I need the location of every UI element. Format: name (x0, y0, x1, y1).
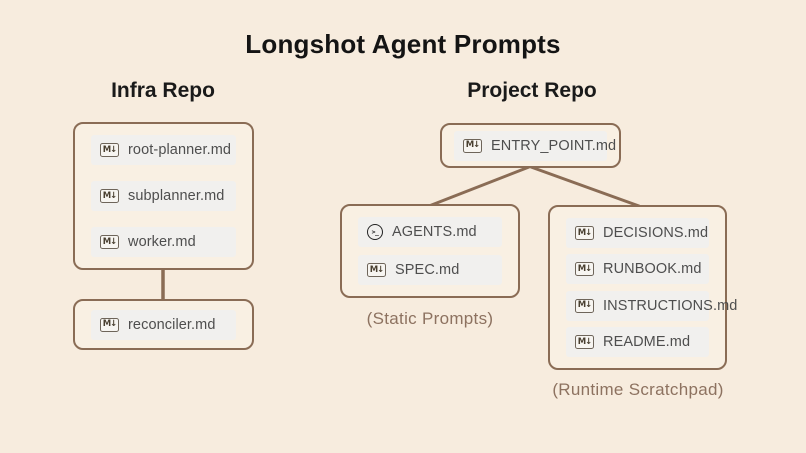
file-name: DECISIONS.md (603, 225, 709, 241)
file-name: reconciler.md (128, 316, 216, 333)
file-item-spec: M↓ SPEC.md (358, 255, 502, 285)
file-name: subplanner.md (128, 188, 225, 204)
file-item-decisions: M↓ DECISIONS.md (566, 218, 709, 248)
connector-entry-to-static (427, 165, 531, 208)
markdown-icon: M↓ (575, 262, 594, 277)
diagram-title: Longshot Agent Prompts (245, 29, 561, 59)
file-item-agents: >_ AGENTS.md (358, 217, 502, 247)
file-name: RUNBOOK.md (603, 261, 702, 278)
file-item-subplanner: M↓ subplanner.md (91, 181, 236, 211)
infra-reconciler-box: M↓ reconciler.md (73, 299, 254, 350)
file-name: INSTRUCTIONS.md (603, 297, 738, 314)
file-name: SPEC.md (395, 262, 460, 278)
markdown-icon: M↓ (575, 334, 594, 349)
infra-main-box: M↓ root-planner.md M↓ subplanner.md M↓ w… (73, 122, 254, 270)
file-item-worker: M↓ worker.md (91, 227, 236, 257)
markdown-icon: M↓ (367, 263, 386, 277)
markdown-icon: M↓ (463, 138, 482, 153)
file-item-entry-point: M↓ ENTRY_POINT.md (454, 130, 616, 161)
file-item-runbook: M↓ RUNBOOK.md (566, 254, 709, 285)
markdown-icon: M↓ (100, 317, 119, 332)
file-item-instructions: M↓ INSTRUCTIONS.md (566, 290, 737, 321)
file-item-reconciler: M↓ reconciler.md (91, 309, 236, 340)
markdown-icon: M↓ (100, 143, 119, 157)
markdown-icon: M↓ (575, 226, 594, 240)
terminal-icon: >_ (367, 224, 383, 240)
file-name: ENTRY_POINT.md (491, 137, 617, 154)
project-repo-heading: Project Repo (467, 79, 597, 102)
file-item-readme: M↓ README.md (566, 326, 709, 357)
entry-point-box: M↓ ENTRY_POINT.md (440, 123, 621, 168)
static-prompts-box: >_ AGENTS.md M↓ SPEC.md (340, 204, 520, 298)
markdown-icon: M↓ (100, 235, 119, 249)
markdown-icon: M↓ (100, 189, 119, 203)
infra-repo-heading: Infra Repo (111, 79, 215, 102)
static-prompts-caption: (Static Prompts) (366, 309, 494, 328)
connector-entry-to-runtime (529, 165, 641, 208)
markdown-icon: M↓ (575, 298, 594, 313)
file-name: AGENTS.md (392, 224, 477, 240)
file-name: root-planner.md (128, 142, 232, 158)
file-name: worker.md (128, 234, 196, 250)
file-name: README.md (603, 333, 691, 350)
runtime-scratchpad-box: M↓ DECISIONS.md M↓ RUNBOOK.md M↓ INSTRUC… (548, 205, 737, 370)
runtime-scratchpad-caption: (Runtime Scratchpad) (552, 380, 724, 399)
file-item-root-planner: M↓ root-planner.md (91, 135, 236, 165)
